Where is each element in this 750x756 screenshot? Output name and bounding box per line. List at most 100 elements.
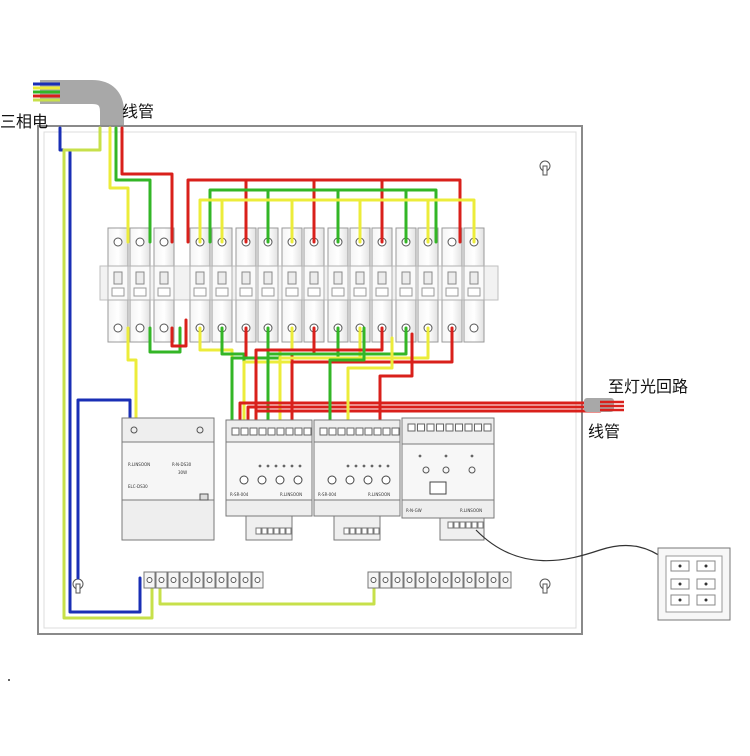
terminal-blocks <box>143 571 512 589</box>
relay-feed <box>328 326 366 428</box>
terminal-screw <box>454 577 461 583</box>
module-details <box>231 423 492 535</box>
breaker-label <box>467 287 481 297</box>
breaker-toggle <box>241 271 251 285</box>
relay-a-model-text: R-SR-004 <box>230 492 249 497</box>
phase-wire-l3 <box>120 126 174 244</box>
bottom-jumper <box>170 318 188 348</box>
terminal-screw <box>394 577 401 583</box>
module-button <box>257 475 267 485</box>
breaker-label <box>307 287 321 297</box>
stray-dot <box>8 679 10 681</box>
keypad-dot <box>678 598 682 602</box>
bottom-jumper <box>148 326 182 354</box>
module-screw <box>474 423 482 432</box>
keypad-dot <box>704 598 708 602</box>
breaker-15 <box>441 227 463 343</box>
breaker-11 <box>349 227 371 343</box>
module-screw <box>258 427 267 436</box>
breaker-toggle <box>263 271 273 285</box>
terminal-screw <box>218 577 225 583</box>
breaker-label <box>261 287 275 297</box>
terminal-screw <box>382 577 389 583</box>
module-screw <box>436 423 444 432</box>
keypad-dot <box>704 564 708 568</box>
module-screw <box>373 427 382 436</box>
module-screw <box>276 427 285 436</box>
module-pin <box>373 527 380 535</box>
breaker-toggle <box>333 271 343 285</box>
terminal-screw <box>502 577 509 583</box>
phase-wire-l2 <box>114 126 152 244</box>
module-screw <box>319 427 328 436</box>
status-led <box>470 454 474 458</box>
breaker-toggle <box>377 271 387 285</box>
power-model-text: R-N-DS30 <box>172 462 192 467</box>
status-led <box>266 464 270 468</box>
breaker-8 <box>281 227 303 343</box>
breaker-13 <box>395 227 417 343</box>
module-pin <box>453 521 460 529</box>
breaker-7 <box>257 227 279 343</box>
breaker-label <box>193 287 207 297</box>
module-button <box>275 475 285 485</box>
breaker-4 <box>189 227 211 343</box>
breaker-3 <box>153 227 175 343</box>
terminal-screw <box>170 577 177 583</box>
module-button <box>239 475 249 485</box>
status-led <box>370 464 374 468</box>
earth-link <box>158 576 376 606</box>
relay-feed <box>378 332 414 428</box>
relay-b-brand-text: R.LINSOON <box>368 492 390 497</box>
terminal-screw <box>113 237 123 247</box>
wall-keypad-icon <box>657 547 731 621</box>
relay-b-model-text: R-SR-004 <box>318 492 337 497</box>
terminal-screw <box>370 577 377 583</box>
breaker-2 <box>129 227 151 343</box>
module-pin <box>267 527 274 535</box>
keyhole-icon <box>72 160 551 594</box>
breaker-5 <box>211 227 233 343</box>
breaker-toggle <box>113 271 123 285</box>
module-button <box>345 475 355 485</box>
phase-wire-l1 <box>108 126 130 244</box>
module-pin <box>279 527 286 535</box>
module-screw <box>285 427 294 436</box>
terminal-screw <box>478 577 485 583</box>
breaker-label <box>353 287 367 297</box>
terminal-screw <box>206 577 213 583</box>
terminal-screw <box>242 577 249 583</box>
module-pin <box>285 527 292 535</box>
keypad-dot <box>704 582 708 586</box>
module-screw <box>267 427 276 436</box>
conduit-top-label: 线管 <box>122 102 155 121</box>
module-button <box>327 475 337 485</box>
breaker-label <box>285 287 299 297</box>
module-pin <box>459 521 466 529</box>
breaker-toggle <box>355 271 365 285</box>
breaker-toggle <box>195 271 205 285</box>
relay-feed <box>346 336 394 428</box>
module-screw <box>337 427 346 436</box>
outgoing-conduit <box>584 398 624 412</box>
terminal-screw <box>159 323 169 333</box>
terminal-screw <box>135 237 145 247</box>
breaker-toggle <box>401 271 411 285</box>
breaker-toggle <box>217 271 227 285</box>
terminal-screw <box>182 577 189 583</box>
earth-wire-main <box>62 126 154 620</box>
power-brand-text: R.LINSOON <box>128 462 150 467</box>
breaker-16 <box>463 227 485 343</box>
breaker-label <box>215 287 229 297</box>
module-screw <box>294 427 303 436</box>
status-led <box>290 464 294 468</box>
terminal-screw <box>194 577 201 583</box>
keypad-dot <box>678 582 682 586</box>
terminal-screw <box>158 577 165 583</box>
status-led <box>378 464 382 468</box>
module-screw <box>355 427 364 436</box>
breaker-label <box>399 287 413 297</box>
terminal-screw <box>113 323 123 333</box>
module-pin <box>361 527 368 535</box>
